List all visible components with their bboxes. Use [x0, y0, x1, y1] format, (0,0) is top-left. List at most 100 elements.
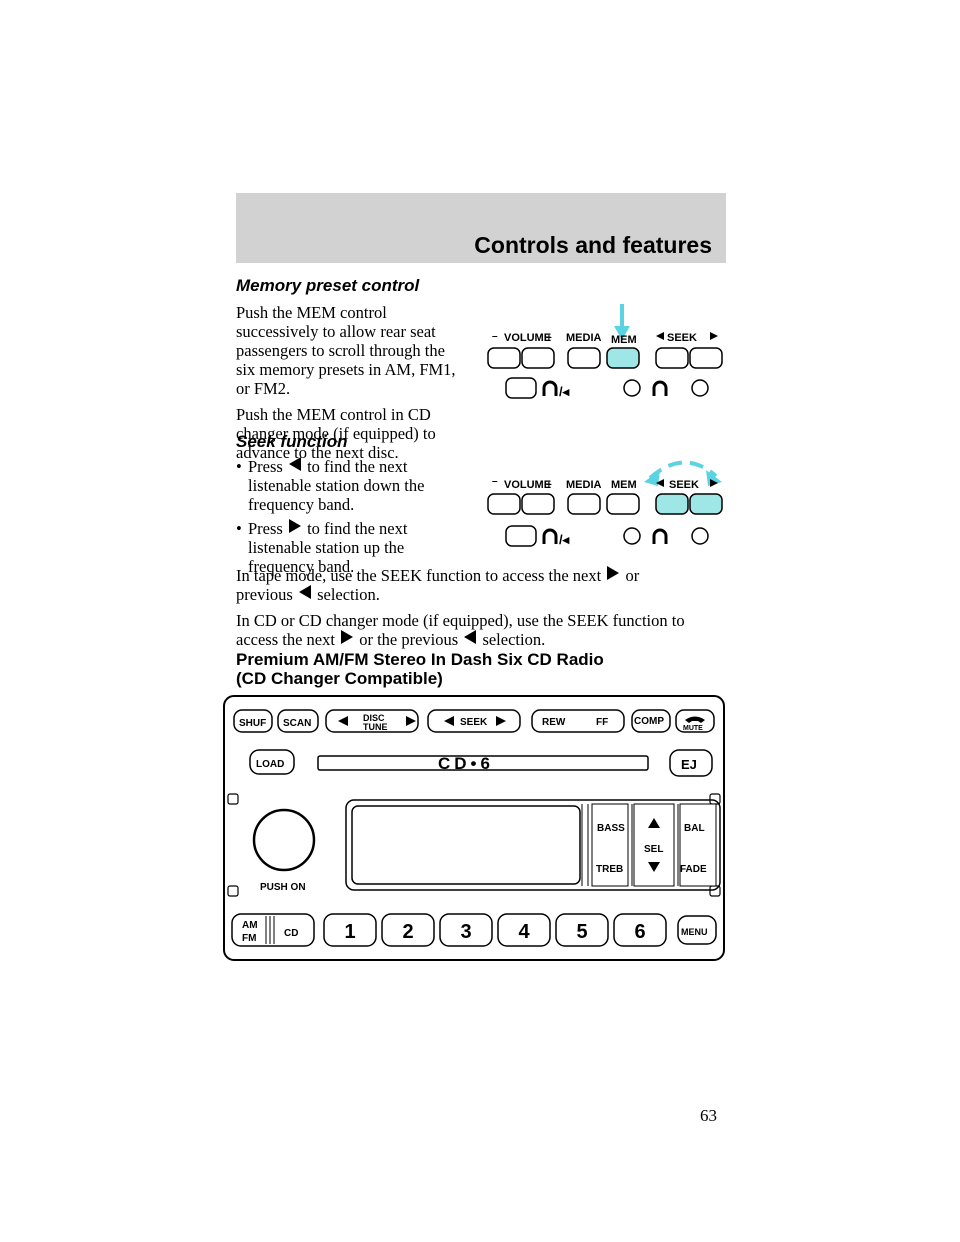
- sel-button[interactable]: SEL: [633, 803, 675, 887]
- preset-button-1[interactable]: 1: [323, 913, 377, 947]
- down-arrow-icon: [648, 862, 660, 872]
- svg-text:SHUF: SHUF: [239, 718, 266, 729]
- jack-1-icon: [623, 379, 641, 397]
- preset-label: 6: [634, 921, 645, 943]
- svg-text:BAL: BAL: [684, 823, 705, 834]
- comp-button[interactable]: COMP: [631, 709, 671, 733]
- seek-left-icon: [656, 332, 664, 340]
- preset-button-3[interactable]: 3: [439, 913, 493, 947]
- svg-text:TREB: TREB: [596, 864, 623, 875]
- menu-button[interactable]: MENU: [677, 915, 717, 945]
- rew-ff-button[interactable]: REW FF: [531, 709, 625, 733]
- preset-label: 1: [344, 921, 355, 943]
- svg-text:FF: FF: [596, 717, 608, 728]
- svg-text:SCAN: SCAN: [283, 718, 311, 729]
- seek-arrow-left-head: [644, 470, 660, 486]
- volume-up-button[interactable]: [521, 347, 555, 369]
- svg-text:CD: CD: [284, 928, 298, 939]
- seek-right-icon: [288, 519, 301, 533]
- preset-button-2[interactable]: 2: [381, 913, 435, 947]
- svg-text:AM: AM: [242, 920, 258, 931]
- preset-button-6[interactable]: 6: [613, 913, 667, 947]
- seek-down-button[interactable]: [655, 347, 689, 369]
- svg-text:SEL: SEL: [644, 844, 663, 855]
- tape-text-3: previous: [236, 585, 293, 604]
- preset-button-5[interactable]: 5: [555, 913, 609, 947]
- preset-label: 4: [518, 921, 530, 943]
- seek-down-button-highlighted[interactable]: [655, 493, 689, 515]
- section-header-title: Controls and features: [474, 232, 712, 258]
- preset-label: 2: [402, 921, 413, 943]
- power-button[interactable]: [505, 377, 537, 399]
- svg-text:MENU: MENU: [681, 927, 708, 937]
- preset-button-4[interactable]: 4: [497, 913, 551, 947]
- slash-mute-icon: /◂: [559, 532, 570, 547]
- next-icon: [607, 566, 620, 580]
- seek-up-button[interactable]: [689, 347, 723, 369]
- bullet-press-text: Press: [248, 457, 283, 476]
- disc-tune-button[interactable]: DISC TUNE: [325, 709, 419, 733]
- am-fm-cd-button[interactable]: AM FM CD: [231, 913, 315, 947]
- eject-button[interactable]: EJ: [669, 749, 713, 777]
- headphone-icon: [542, 528, 558, 544]
- cd-mode-paragraph: In CD or CD changer mode (if equipped), …: [236, 611, 726, 649]
- previous-icon: [298, 585, 311, 599]
- seek-right-icon: [710, 332, 718, 340]
- bass-treb-button[interactable]: BASS TREB: [591, 803, 629, 887]
- seek-function-heading: Seek function: [236, 432, 348, 451]
- svg-text:COMP: COMP: [634, 716, 664, 727]
- headphone-icon: [542, 380, 558, 396]
- cd-text-1: In CD or CD changer mode (if equipped), …: [236, 611, 685, 630]
- jack-1-icon: [623, 527, 641, 545]
- seek-left-icon: [288, 457, 301, 471]
- svg-text:DISC: DISC: [363, 713, 385, 723]
- volume-up-button[interactable]: [521, 493, 555, 515]
- rear-panel-seek-diagram: – VOLUME + MEDIA MEM SEEK /◂: [487, 460, 723, 547]
- volume-down-button[interactable]: [487, 347, 521, 369]
- seek-up-button-highlighted[interactable]: [689, 493, 723, 515]
- mem-button[interactable]: [606, 493, 640, 515]
- volume-label: VOLUME: [504, 479, 551, 491]
- seek-bullet-up: Press to find the next listenable statio…: [236, 519, 458, 576]
- svg-text:SEEK: SEEK: [460, 717, 488, 728]
- power-button[interactable]: [505, 525, 537, 547]
- phone-icon: [685, 716, 705, 723]
- media-button[interactable]: [567, 347, 601, 369]
- premium-radio-heading: Premium AM/FM Stereo In Dash Six CD Radi…: [236, 650, 604, 688]
- seek-tape-cd-text: In tape mode, use the SEEK function to a…: [236, 566, 726, 656]
- screw-bottom-left: [227, 885, 239, 897]
- push-on-label: PUSH ON: [260, 882, 306, 893]
- seek-left-icon: [656, 479, 664, 487]
- seek-button[interactable]: SEEK: [427, 709, 521, 733]
- screw-top-left: [227, 793, 239, 805]
- volume-plus-label: +: [546, 333, 552, 344]
- jack-2-icon: [691, 527, 709, 545]
- mute-button[interactable]: MUTE: [675, 709, 715, 733]
- scan-button[interactable]: SCAN: [277, 709, 319, 733]
- cd-text-4: selection.: [482, 630, 546, 649]
- shuf-button[interactable]: SHUF: [233, 709, 273, 733]
- media-label: MEDIA: [566, 332, 602, 344]
- preset-label: 5: [576, 921, 587, 943]
- bal-fade-button[interactable]: BAL FADE: [679, 803, 717, 887]
- cd-text-2: access the next: [236, 630, 335, 649]
- premium-radio-faceplate: SHUF SCAN DISC TUNE SEEK REW FF COMP MUT…: [223, 695, 725, 961]
- bullet-up-text: to find the next listenable station up t…: [248, 519, 408, 576]
- next-icon: [341, 630, 354, 644]
- seek-label: SEEK: [669, 479, 699, 491]
- volume-knob[interactable]: [252, 808, 316, 872]
- mem-arrow-head: [614, 326, 630, 340]
- seek-label: SEEK: [667, 332, 697, 344]
- volume-down-button[interactable]: [487, 493, 521, 515]
- media-label: MEDIA: [566, 479, 602, 491]
- memory-paragraph-1: Push the MEM control successively to all…: [236, 303, 456, 398]
- load-button[interactable]: LOAD: [249, 749, 295, 775]
- volume-minus-label: –: [492, 331, 498, 342]
- bullet-press-text: Press: [248, 519, 283, 538]
- mem-button-highlighted[interactable]: [606, 347, 640, 369]
- slash-mute-icon: /◂: [559, 384, 570, 399]
- page-number: 63: [700, 1106, 717, 1125]
- media-button[interactable]: [567, 493, 601, 515]
- svg-text:FM: FM: [242, 933, 256, 944]
- display-screen: [351, 805, 581, 885]
